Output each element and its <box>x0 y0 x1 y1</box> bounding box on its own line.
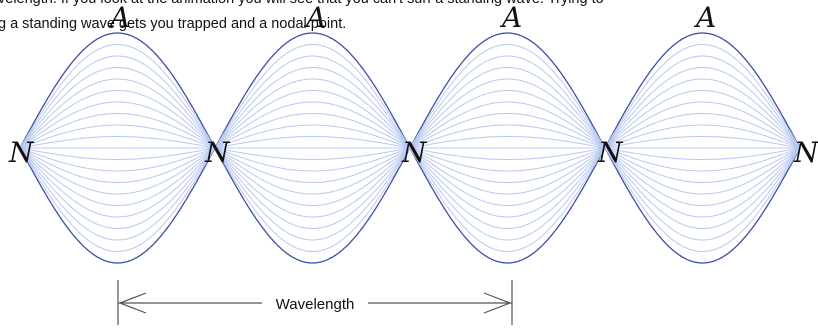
node-label-1: N <box>8 136 35 169</box>
wavelength-arrow-right <box>483 292 512 314</box>
paragraph-line-1: velength. If you look at the animation y… <box>0 0 604 10</box>
antinode-label-4: A <box>693 1 716 34</box>
node-label-2: N <box>204 136 231 169</box>
antinode-label-2: A <box>303 1 326 34</box>
wave-curves <box>19 32 801 264</box>
wavelength-label: Wavelength <box>276 296 355 313</box>
wave-envelope-upper-0 <box>19 32 801 150</box>
wavelength-arrow-left <box>118 292 147 314</box>
node-label-4: N <box>597 136 624 169</box>
antinode-label-1: A <box>107 1 130 34</box>
node-label-3: N <box>401 136 428 169</box>
antinode-label-3: A <box>499 1 522 34</box>
wavelength-dimension: Wavelength <box>117 280 513 325</box>
wave-curve-upper-2 <box>19 55 801 149</box>
paragraph-line-2: g a standing wave gets you trapped and a… <box>0 16 347 32</box>
node-label-5: N <box>793 136 818 169</box>
